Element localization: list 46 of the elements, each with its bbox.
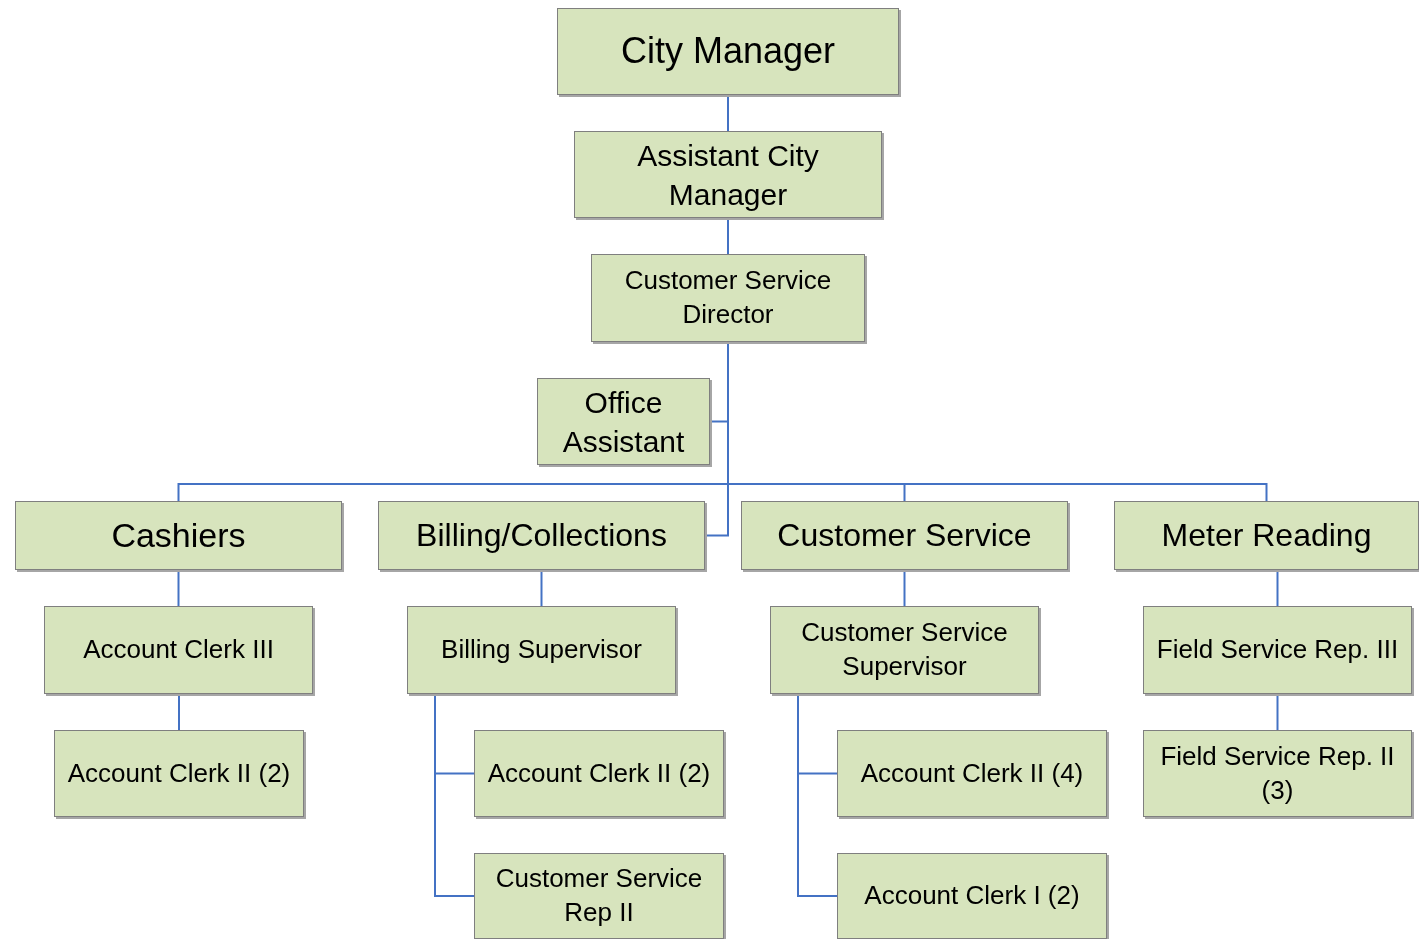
position-box (1143, 606, 1412, 694)
connector-line (434, 693, 475, 897)
position-title: Meter Reading (1160, 515, 1373, 555)
position-title: Office Assistant (561, 384, 686, 460)
position-title: Account Clerk II (4) (859, 756, 1085, 790)
connector-line (797, 693, 838, 897)
position-box (537, 378, 710, 465)
connector-line (727, 94, 729, 132)
position-title: Billing/Collections (415, 515, 668, 555)
position-title: Customer Service Supervisor (800, 616, 1009, 683)
connector-line (177, 569, 180, 607)
position-title: Field Service Rep. III (1155, 633, 1400, 667)
connector-line (1276, 693, 1279, 731)
connector-line (1276, 569, 1279, 607)
position-box (741, 501, 1068, 570)
connector-line (903, 569, 906, 607)
position-title: Customer Service Rep II (494, 862, 704, 929)
position-title: Billing Supervisor (440, 633, 643, 667)
position-box (44, 606, 313, 694)
position-box (407, 606, 676, 694)
position-title: Field Service Rep. II (3) (1159, 739, 1396, 807)
position-title: Account Clerk II (2) (486, 756, 712, 790)
position-box (378, 501, 705, 570)
position-title: Account Clerk III (82, 633, 275, 667)
position-title: Assistant City Manager (636, 137, 820, 213)
position-box (837, 853, 1107, 939)
position-box (770, 606, 1039, 694)
position-box (574, 131, 882, 218)
position-box (1114, 501, 1419, 570)
connector-line (178, 693, 180, 731)
position-title: Customer Service Director (623, 264, 833, 331)
position-box (837, 730, 1107, 817)
position-box (557, 8, 899, 95)
position-title: Customer Service (776, 515, 1033, 555)
position-box (474, 730, 724, 817)
connector-line (540, 569, 543, 607)
position-box (1143, 730, 1412, 817)
position-box (474, 853, 724, 939)
position-box (54, 730, 304, 817)
position-title: Cashiers (110, 515, 247, 557)
connector-line (727, 217, 729, 255)
position-title: City Manager (619, 29, 837, 74)
position-title: Account Clerk I (2) (863, 879, 1081, 913)
position-box (15, 501, 342, 570)
position-title: Account Clerk II (2) (66, 756, 292, 790)
position-box (591, 254, 865, 342)
